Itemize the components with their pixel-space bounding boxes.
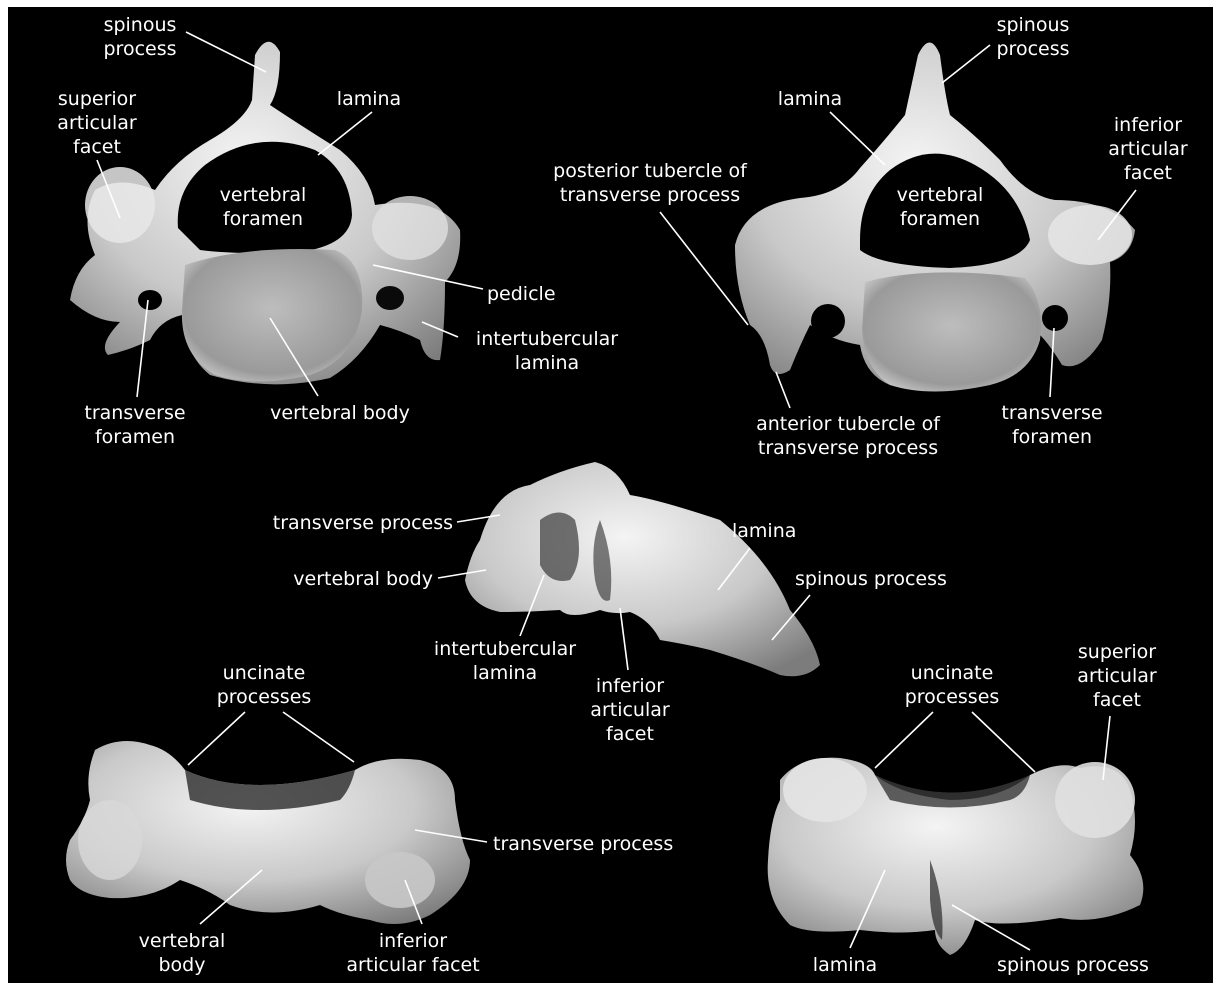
svg-text:uncinate: uncinate	[911, 662, 994, 684]
v1-label-vertebral-body: vertebral body	[270, 402, 410, 424]
svg-text:inferior: inferior	[379, 930, 447, 952]
svg-text:intertubercular: intertubercular	[476, 328, 618, 350]
svg-text:superior: superior	[1078, 641, 1156, 663]
svg-text:vertebral: vertebral	[220, 184, 307, 206]
svg-text:posterior tubercle of: posterior tubercle of	[553, 160, 748, 182]
svg-text:process: process	[103, 38, 176, 60]
svg-text:processes: processes	[905, 686, 1000, 708]
svg-text:superior: superior	[58, 88, 136, 110]
svg-text:articular facet: articular facet	[346, 954, 479, 976]
svg-text:transverse process: transverse process	[758, 437, 938, 459]
v1-label-lamina: lamina	[337, 88, 401, 110]
svg-text:articular: articular	[57, 112, 137, 134]
v3-label-vertebral-body: vertebral body	[293, 568, 433, 590]
svg-text:foramen: foramen	[223, 208, 303, 230]
v5-label-lamina: lamina	[813, 954, 877, 976]
svg-text:lamina: lamina	[473, 662, 537, 684]
v5-label-spinous-process: spinous process	[997, 954, 1149, 976]
svg-text:spinous: spinous	[104, 14, 177, 36]
v1-label-pedicle: pedicle	[487, 283, 556, 305]
svg-text:facet: facet	[606, 723, 654, 745]
v3-label-transverse-process: transverse process	[273, 512, 453, 534]
svg-text:foramen: foramen	[1012, 426, 1092, 448]
svg-text:articular: articular	[1077, 665, 1157, 687]
svg-text:vertebral: vertebral	[897, 184, 984, 206]
svg-text:transverse process: transverse process	[560, 184, 740, 206]
svg-text:foramen: foramen	[900, 208, 980, 230]
svg-text:vertebral: vertebral	[139, 930, 226, 952]
v4-label-transverse-process: transverse process	[493, 833, 673, 855]
svg-text:processes: processes	[217, 686, 312, 708]
svg-text:facet: facet	[1093, 689, 1141, 711]
svg-text:articular: articular	[1108, 138, 1188, 160]
svg-text:uncinate: uncinate	[223, 662, 306, 684]
svg-text:articular: articular	[590, 699, 670, 721]
v3-label-spinous-process: spinous process	[795, 568, 947, 590]
svg-text:body: body	[159, 954, 206, 976]
svg-text:inferior: inferior	[1114, 114, 1182, 136]
svg-text:transverse: transverse	[84, 402, 185, 424]
svg-text:facet: facet	[73, 136, 121, 158]
svg-text:facet: facet	[1124, 162, 1172, 184]
svg-text:transverse: transverse	[1001, 402, 1102, 424]
v3-label-lamina: lamina	[732, 520, 796, 542]
svg-text:foramen: foramen	[95, 426, 175, 448]
v2-label-lamina: lamina	[778, 88, 842, 110]
vertebra-figure-plate: spinous process superior articular facet…	[8, 7, 1213, 983]
svg-text:lamina: lamina	[515, 352, 579, 374]
svg-text:spinous: spinous	[997, 14, 1070, 36]
svg-text:anterior tubercle of: anterior tubercle of	[756, 413, 941, 435]
svg-text:intertubercular: intertubercular	[434, 638, 576, 660]
svg-text:inferior: inferior	[596, 675, 664, 697]
svg-text:process: process	[996, 38, 1069, 60]
